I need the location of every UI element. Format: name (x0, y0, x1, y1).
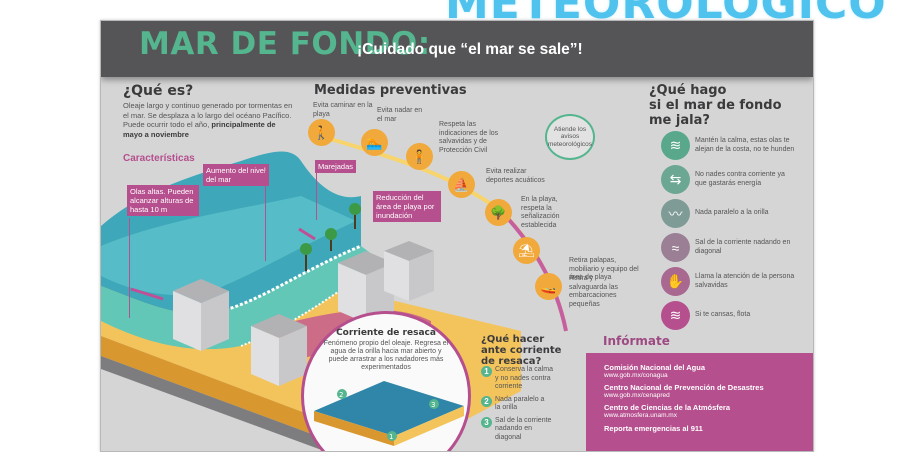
calm-float-icon: ≋ (661, 131, 690, 160)
lifeguard-icon: 🧍 (406, 143, 433, 170)
informate-entry: Comisión Nacional del Agua www.gob.mx/co… (604, 363, 764, 380)
jala-item: ≈ Sal de la corriente nadando en diagona… (661, 233, 811, 262)
beach-sign-icon: 🌳 (485, 199, 512, 226)
jala-item: ≋ Mantén la calma, estas olas te alejan … (661, 131, 811, 160)
que-hacer-item: 2 Nada paralelo a la orilla (481, 395, 561, 413)
resaca-text: Fenómeno propio del oleaje. Regresa el a… (323, 340, 449, 371)
tag-reduccion-playa: Reducción del área de playa por inundaci… (373, 191, 441, 222)
number-badge: 2 (481, 395, 492, 407)
emergency-note: Reporta emergencias al 911 (604, 424, 703, 433)
measure-label: Evita nadar en el mar (377, 107, 423, 123)
tag-pointer-line (265, 171, 266, 261)
jala-heading: ¿Qué hago si el mar de fondo me jala? (649, 83, 782, 128)
que-hacer-list: 1 Conserva la calma y no nades contra co… (481, 366, 561, 442)
que-es-heading: ¿Qué es? (123, 83, 194, 99)
que-es-text: Oleaje largo y continuo generado por tor… (123, 101, 293, 139)
infographic-frame: MAR DE FONDO: ¡Cuidado que “el mar se sa… (100, 20, 814, 452)
page-title: MAR DE FONDO: (139, 26, 431, 62)
measure-label: Retira y salvaguarda las embarcaciones p… (569, 275, 619, 308)
avisos-badge: Atiende los avisos meteorológicos (545, 114, 595, 160)
jala-item: ⇆ No nades contra corriente ya que gasta… (661, 165, 811, 194)
resaca-heading: Corriente de resaca (336, 328, 436, 338)
number-badge: 3 (481, 416, 492, 428)
informate-list: Comisión Nacional del Agua www.gob.mx/co… (604, 363, 764, 433)
header-bar: MAR DE FONDO: ¡Cuidado que “el mar se sa… (101, 21, 813, 77)
resaca-circle: Corriente de resaca Fenómeno propio del … (301, 311, 471, 451)
jala-item: ≋ Si te cansas, flota (661, 301, 811, 330)
number-badge: 1 (481, 366, 492, 377)
float-icon: ≋ (661, 301, 690, 330)
svg-text:2: 2 (339, 391, 343, 399)
measure-label: Retira palapas, mobiliario y equipo del … (569, 257, 639, 281)
jala-item: ✋ Llama la atención de la persona salvav… (661, 267, 811, 296)
informate-link[interactable]: www.gob.mx/conagua (604, 372, 668, 379)
que-hacer-item: 3 Sal de la corriente nadando en diagona… (481, 416, 561, 443)
medidas-heading: Medidas preventivas (314, 83, 467, 98)
informate-heading: Infórmate (603, 334, 670, 348)
measure-label: Evita caminar en la playa (313, 102, 373, 118)
tag-aumento-nivel: Aumento del nivel del mar (203, 164, 269, 186)
walking-person-icon: 🚶 (308, 119, 335, 146)
svg-text:3: 3 (431, 401, 435, 409)
informate-box: Comisión Nacional del Agua www.gob.mx/co… (586, 353, 813, 451)
que-hacer-item: 1 Conserva la calma y no nades contra co… (481, 366, 561, 392)
building-icon (173, 279, 229, 351)
page-subtitle: ¡Cuidado que “el mar se sale”! (357, 41, 583, 58)
informate-link[interactable]: www.gob.mx/cenapred (604, 392, 670, 399)
caracteristicas-heading: Características (123, 153, 195, 164)
informate-entry: Centro de Ciencias de la Atmósfera www.a… (604, 403, 764, 420)
tag-marejadas: Marejadas (315, 160, 357, 173)
swim-against-current-icon: ⇆ (661, 165, 690, 194)
measure-label: Evita realizar deportes acuáticos (486, 168, 545, 184)
tag-olas-altas: Olas altas. Pueden alcanzar alturas de h… (127, 185, 199, 216)
que-hacer-heading: ¿Qué hacer ante corriente de resaca? (481, 334, 562, 367)
swimmer-icon: 🏊 (361, 129, 388, 156)
svg-text:1: 1 (389, 433, 393, 441)
informate-link[interactable]: www.atmosfera.unam.mx (604, 412, 677, 419)
call-lifeguard-icon: ✋ (661, 267, 690, 296)
tag-pointer-line (129, 218, 130, 318)
swim-diagonal-icon: ≈ (661, 233, 690, 262)
rip-current-diagram: 2 3 1 (314, 381, 464, 446)
jala-item: 〰 Nada paralelo a la orilla (661, 199, 811, 228)
swim-parallel-icon: 〰 (661, 199, 690, 228)
measure-label: En la playa, respeta la señalización est… (521, 196, 560, 229)
boat-icon: 🚤 (535, 273, 562, 300)
jala-list: ≋ Mantén la calma, estas olas te alejan … (661, 131, 811, 330)
measure-label: Respeta las indicaciones de los salvavid… (439, 121, 499, 154)
tag-pointer-line (316, 172, 317, 220)
informate-entry: Centro Nacional de Prevención de Desastr… (604, 383, 764, 399)
beach-umbrella-icon: ⛱ (513, 237, 540, 264)
water-sports-icon: ⛵ (448, 171, 475, 198)
